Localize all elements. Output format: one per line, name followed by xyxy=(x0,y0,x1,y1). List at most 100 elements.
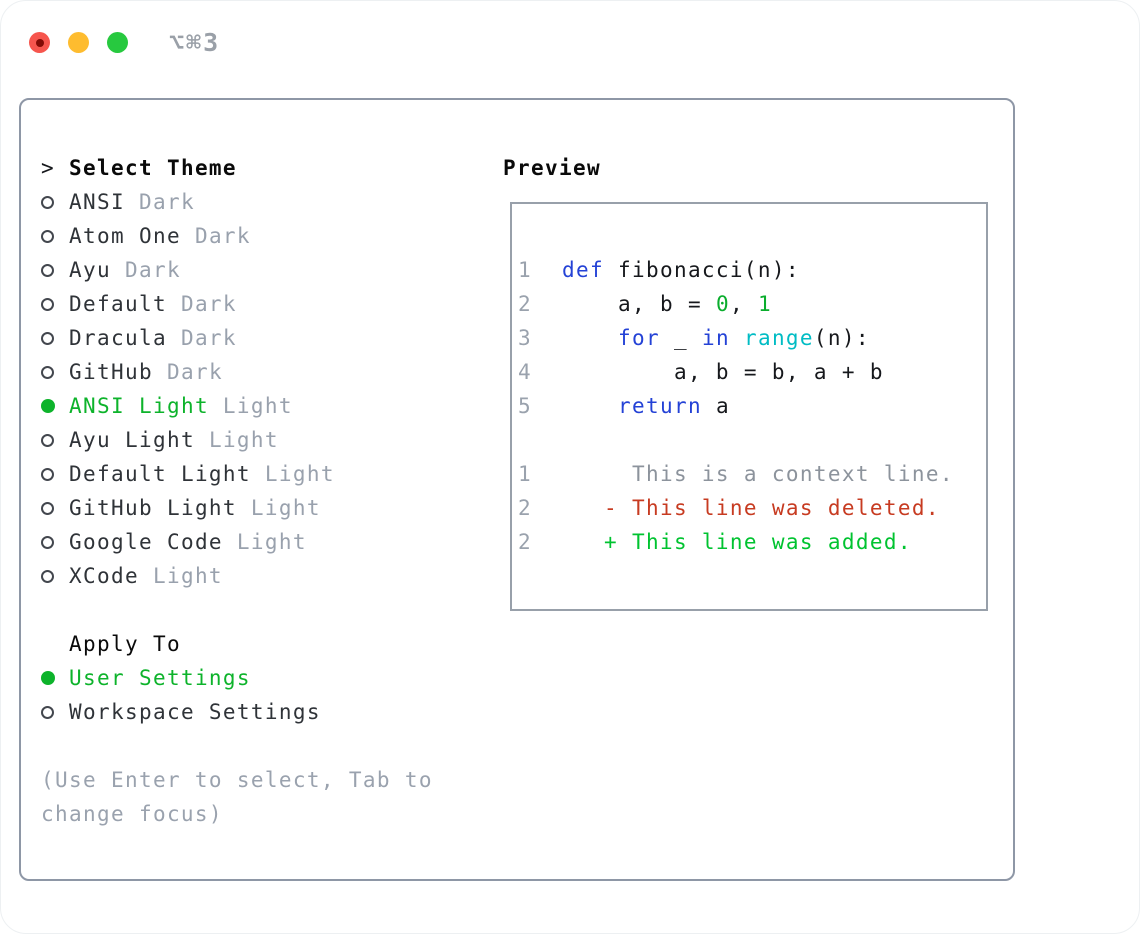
code-line: 2 a, b = 0, 1 xyxy=(518,287,986,321)
zoom-button[interactable] xyxy=(107,32,128,53)
radio-icon xyxy=(41,569,54,583)
variant-badge: Light xyxy=(208,394,293,418)
theme-option[interactable]: GitHub Light Light xyxy=(41,491,433,525)
option-label: Workspace Settings xyxy=(69,700,321,724)
close-button[interactable] xyxy=(29,32,50,53)
token-plain: _ xyxy=(659,326,702,350)
theme-option[interactable]: Dracula Dark xyxy=(41,321,433,355)
code-text: def fibonacci(n): xyxy=(562,253,800,287)
radio-selected-icon xyxy=(41,399,55,413)
line-number: 2 xyxy=(518,292,532,316)
titlebar: ⌥⌘3 xyxy=(29,28,220,57)
option-label: Default Light xyxy=(69,462,251,486)
token-ctx: This is a context line. xyxy=(562,462,954,486)
option-label: Ayu Light xyxy=(69,428,195,452)
token-plain: (n): xyxy=(813,326,870,350)
line-number: 3 xyxy=(518,326,532,350)
option-label: GitHub xyxy=(69,360,153,384)
token-fn: range xyxy=(743,326,814,350)
preview-title: Preview xyxy=(503,156,601,180)
code-text: + This line was added. xyxy=(562,525,912,559)
code-text: return a xyxy=(562,389,730,423)
theme-option[interactable]: ANSI Dark xyxy=(41,185,433,219)
theme-option[interactable]: Google Code Light xyxy=(41,525,433,559)
theme-option[interactable]: XCode Light xyxy=(41,559,433,593)
option-label: Dracula xyxy=(69,326,167,350)
token-plain xyxy=(562,394,618,418)
token-plain: , xyxy=(729,292,758,316)
apply-to-option[interactable]: Workspace Settings xyxy=(41,695,433,729)
variant-badge: Light xyxy=(138,564,223,588)
theme-option[interactable]: Ayu Dark xyxy=(41,253,433,287)
code-line: 2 - This line was deleted. xyxy=(518,491,986,525)
radio-icon xyxy=(41,501,54,515)
line-number: 2 xyxy=(518,496,532,520)
option-label: Ayu xyxy=(69,258,111,282)
token-plain: a, b = xyxy=(562,292,716,316)
radio-icon xyxy=(41,297,54,311)
token-del: - This line was deleted. xyxy=(562,496,940,520)
token-plain xyxy=(562,326,618,350)
token-plain: a, b = b, a + b xyxy=(562,360,884,384)
theme-option[interactable]: Default Dark xyxy=(41,287,433,321)
prompt-caret: > xyxy=(41,156,55,180)
variant-badge: Dark xyxy=(180,224,251,248)
code-text: a, b = 0, 1 xyxy=(562,287,772,321)
radio-icon xyxy=(41,535,54,549)
code-line: 3 for _ in range(n): xyxy=(518,321,986,355)
code-line: 1 def fibonacci(n): xyxy=(518,253,986,287)
token-plain xyxy=(730,326,744,350)
theme-option[interactable]: Atom One Dark xyxy=(41,219,433,253)
option-label: Default xyxy=(69,292,167,316)
radio-icon xyxy=(41,365,54,379)
keyboard-shortcut-label: ⌥⌘3 xyxy=(169,28,221,57)
apply-to-option[interactable]: User Settings xyxy=(41,661,433,695)
option-label: ANSI Light xyxy=(69,394,209,418)
line-number: 4 xyxy=(518,360,532,384)
variant-badge: Dark xyxy=(152,360,223,384)
line-number xyxy=(518,423,562,457)
token-num: 0 xyxy=(715,292,730,316)
code-line: 1 This is a context line. xyxy=(518,457,986,491)
token-kw: return xyxy=(617,394,702,418)
preview-column: Preview xyxy=(503,151,601,185)
theme-option[interactable]: Default Light Light xyxy=(41,457,433,491)
radio-icon xyxy=(41,467,54,481)
token-plain: fibonacci(n): xyxy=(603,258,800,282)
variant-badge: Light xyxy=(194,428,279,452)
variant-badge: Dark xyxy=(110,258,181,282)
code-line: 4 a, b = b, a + b xyxy=(518,355,986,389)
apply-to-header: Apply To xyxy=(41,627,433,661)
line-number: 5 xyxy=(518,394,532,418)
variant-badge: Light xyxy=(236,496,321,520)
variant-badge: Dark xyxy=(166,292,237,316)
minimize-button[interactable] xyxy=(68,32,89,53)
radio-icon xyxy=(41,229,54,243)
variant-badge: Light xyxy=(222,530,307,554)
apply-to-title: Apply To xyxy=(69,632,181,656)
code-line: 5 return a xyxy=(518,389,986,423)
option-label: User Settings xyxy=(69,666,251,690)
token-plain: a xyxy=(701,394,730,418)
radio-icon xyxy=(41,705,54,719)
theme-option[interactable]: GitHub Dark xyxy=(41,355,433,389)
code-text: This is a context line. xyxy=(562,457,954,491)
line-number: 1 xyxy=(518,258,532,282)
spacer xyxy=(41,593,433,627)
line-number: 1 xyxy=(518,462,532,486)
code-text: a, b = b, a + b xyxy=(562,355,884,389)
code-line xyxy=(518,423,986,457)
theme-option[interactable]: Ayu Light Light xyxy=(41,423,433,457)
token-add: + This line was added. xyxy=(562,530,912,554)
close-dot-icon xyxy=(35,38,44,47)
variant-badge: Dark xyxy=(124,190,195,214)
help-line: (Use Enter to select, Tab to xyxy=(41,768,433,792)
token-kw: in xyxy=(701,326,730,350)
theme-option[interactable]: ANSI Light Light xyxy=(41,389,433,423)
